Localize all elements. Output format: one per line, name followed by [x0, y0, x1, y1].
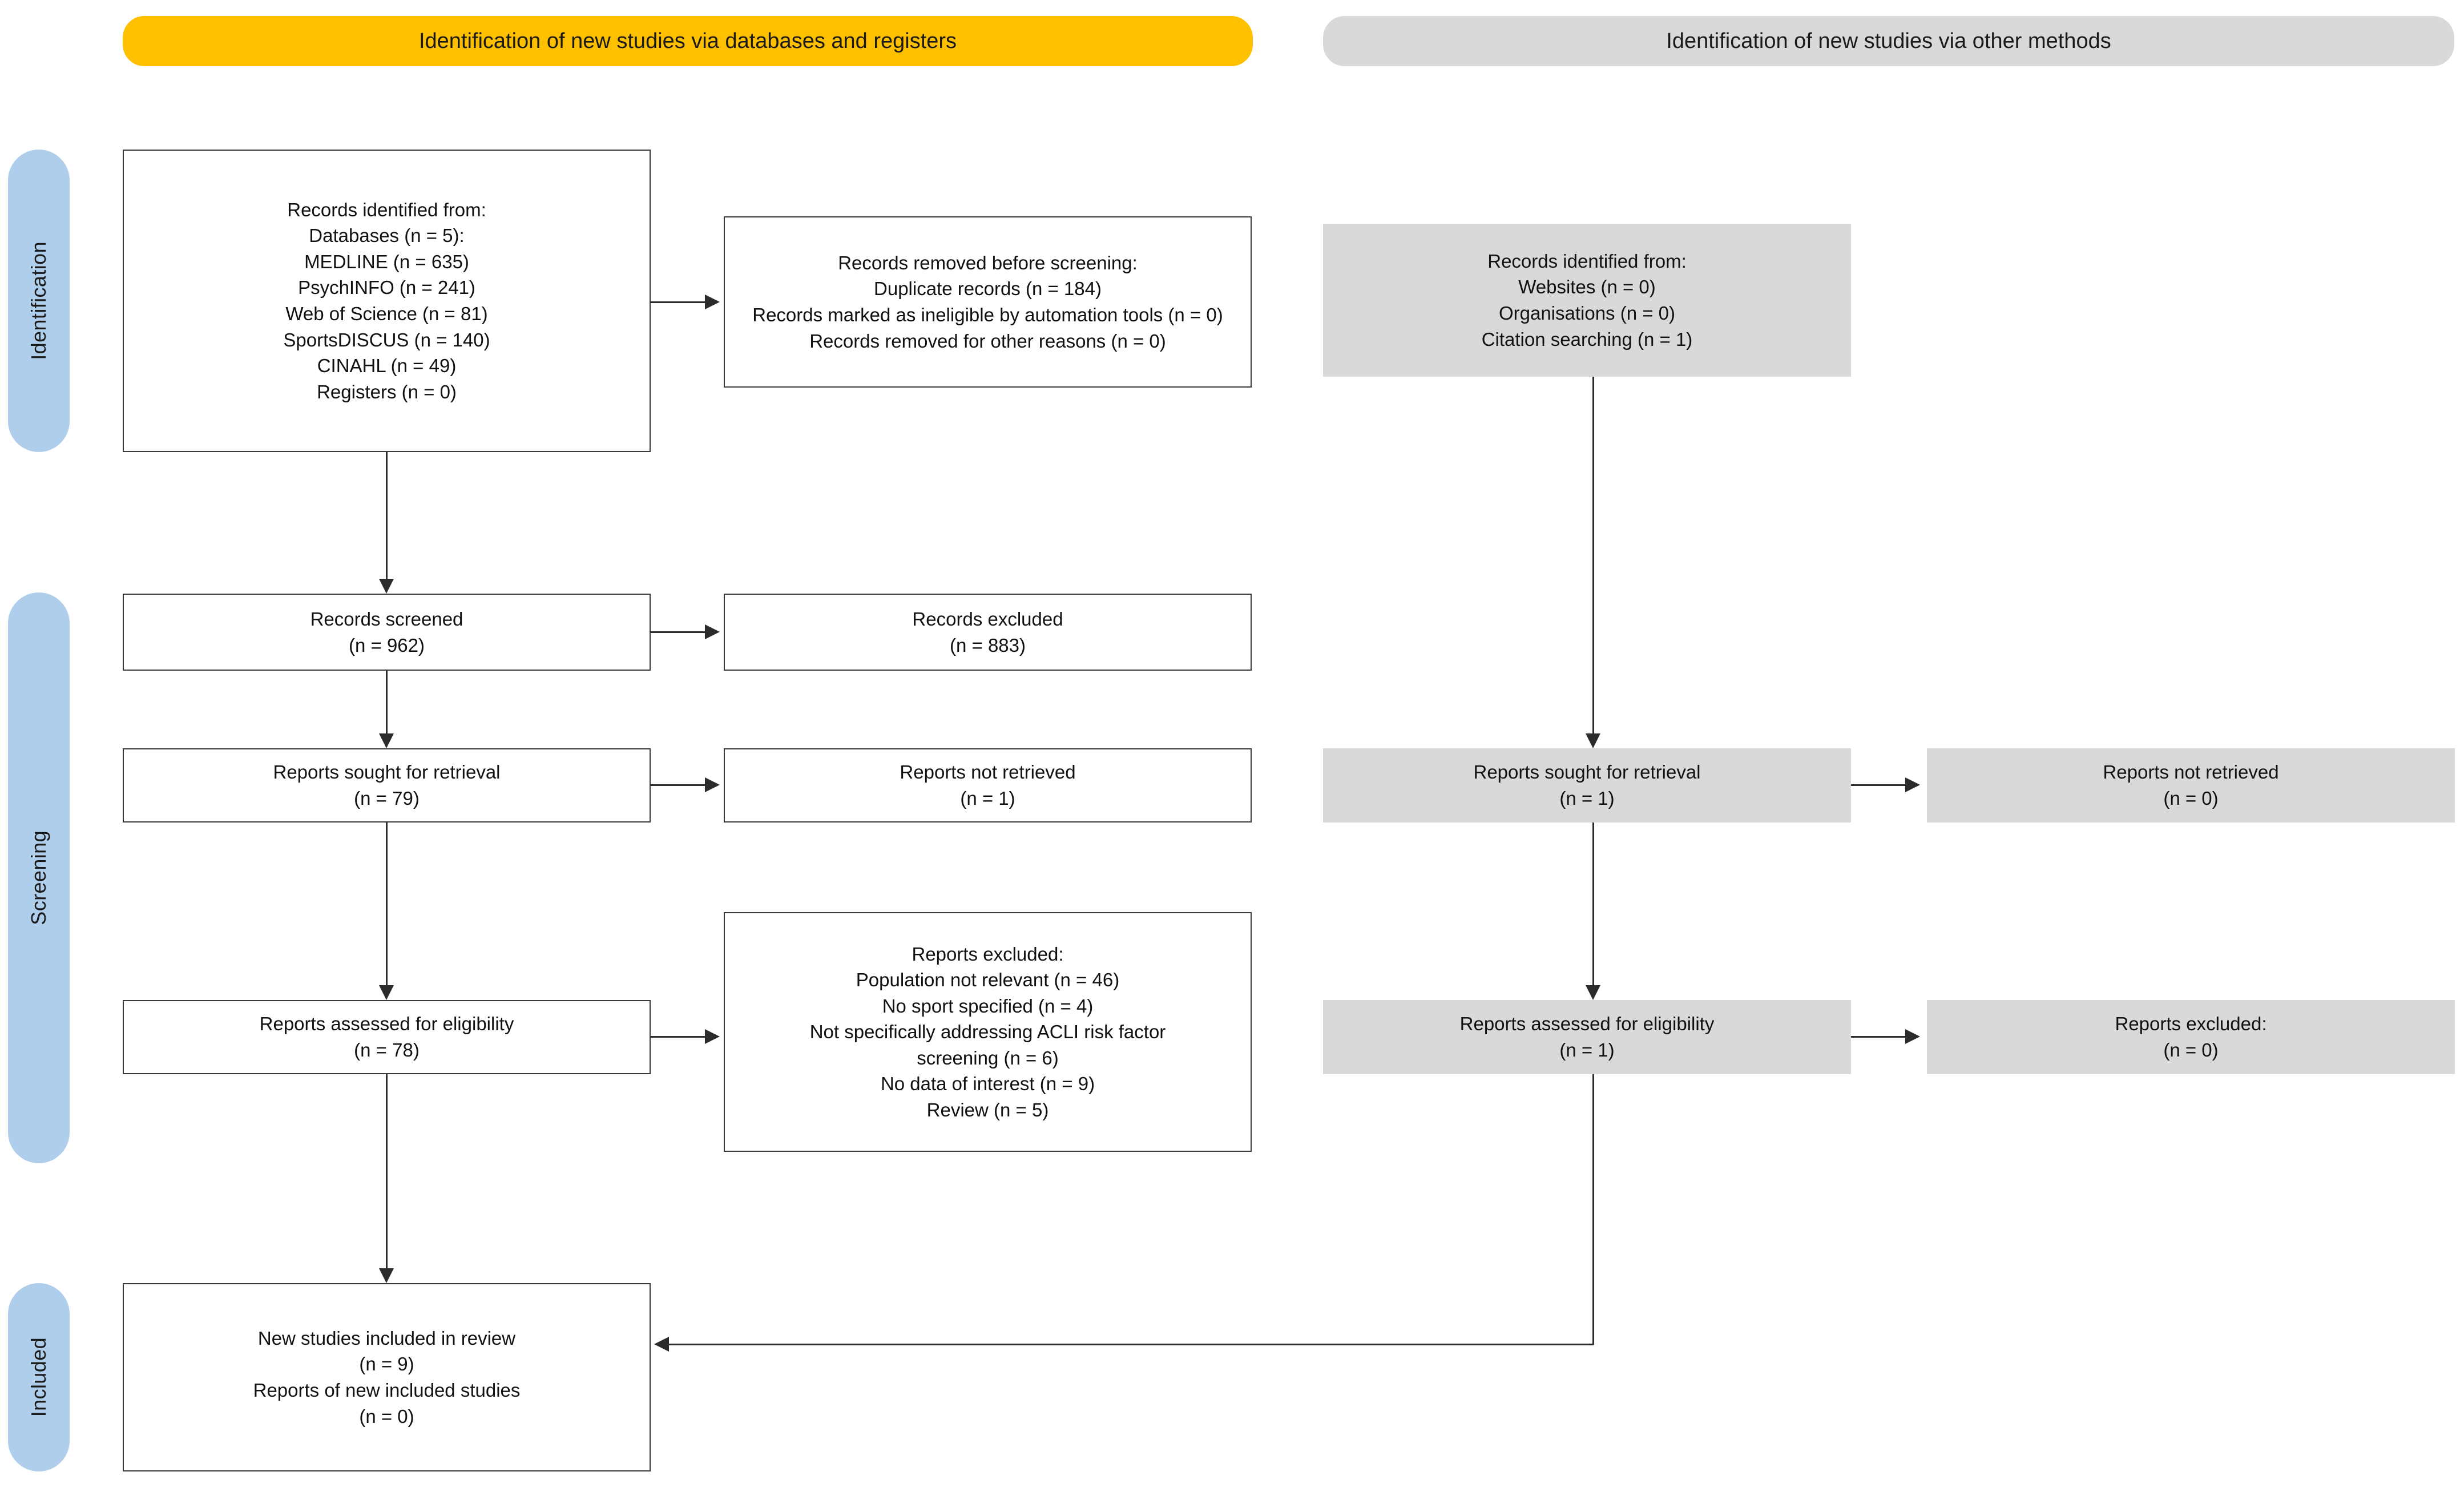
box-reports-excluded-detail-line-1: No sport specified (n = 4): [882, 995, 1094, 1017]
arrowhead-assessed-to-excluded-left: [705, 1029, 720, 1044]
box-records-screened-title: Records screened: [310, 608, 463, 630]
box-reports-not-retrieved-right-count: (n = 0): [2163, 788, 2219, 809]
box-reports-not-retrieved-left-title: Reports not retrieved: [900, 761, 1076, 783]
box-reports-sought-right: Reports sought for retrieval (n = 1): [1323, 748, 1851, 822]
connector-identified-other-to-sought-right: [1592, 377, 1594, 733]
connector-sought-to-not-retrieved-left: [651, 784, 705, 786]
banner-other-methods-label: Identification of new studies via other …: [1666, 29, 2111, 53]
box-records-identified-other-title: Records identified from:: [1487, 250, 1687, 272]
box-new-studies-included-line-2: Reports of new included studies: [253, 1380, 521, 1401]
arrowhead-assessed-to-included: [379, 1268, 394, 1283]
box-reports-excluded-right-count: (n = 0): [2163, 1039, 2219, 1061]
stage-rail-screening: Screening: [8, 592, 70, 1163]
box-reports-sought-left: Reports sought for retrieval (n = 79): [123, 748, 651, 822]
box-records-identified-databases-line-5: CINAHL (n = 49): [317, 355, 457, 377]
box-reports-sought-right-count: (n = 1): [1559, 788, 1615, 809]
box-reports-not-retrieved-left: Reports not retrieved (n = 1): [724, 748, 1252, 822]
connector-identified-to-screened: [386, 452, 388, 579]
box-records-identified-databases-line-6: Registers (n = 0): [317, 381, 457, 402]
box-reports-not-retrieved-left-count: (n = 1): [960, 788, 1015, 809]
box-reports-assessed-right: Reports assessed for eligibility (n = 1): [1323, 1000, 1851, 1074]
box-records-removed-line-0: Duplicate records (n = 184): [874, 278, 1102, 300]
arrowhead-right-to-included: [654, 1337, 669, 1352]
arrowhead-identified-to-screened: [379, 579, 394, 594]
box-reports-assessed-right-count: (n = 1): [1559, 1039, 1615, 1061]
box-records-identified-databases-title: Records identified from:: [287, 199, 486, 220]
box-records-identified-other-line-1: Organisations (n = 0): [1498, 303, 1676, 324]
connector-sought-to-assessed-right: [1592, 822, 1594, 985]
box-reports-excluded-detail: Reports excluded: Population not relevan…: [724, 912, 1252, 1152]
arrowhead-sought-to-assessed-left: [379, 985, 394, 1000]
arrowhead-sought-to-not-retrieved-right: [1905, 777, 1920, 792]
connector-identified-to-removed: [651, 301, 705, 303]
stage-rail-screening-label: Screening: [27, 830, 50, 925]
box-reports-excluded-detail-line-0: Population not relevant (n = 46): [856, 969, 1120, 991]
box-records-removed-line-2: Records removed for other reasons (n = 0…: [809, 330, 1166, 352]
box-reports-excluded-detail-line-2: Not specifically addressing ACLI risk fa…: [809, 1021, 1166, 1069]
connector-screened-to-sought: [386, 671, 388, 733]
box-records-identified-databases: Records identified from: Databases (n = …: [123, 150, 651, 452]
box-reports-not-retrieved-right-title: Reports not retrieved: [2103, 761, 2279, 783]
box-reports-sought-left-count: (n = 79): [354, 788, 420, 809]
box-reports-excluded-right-title: Reports excluded:: [2115, 1013, 2267, 1035]
box-records-excluded: Records excluded (n = 883): [724, 594, 1252, 671]
box-records-identified-other-methods: Records identified from: Websites (n = 0…: [1323, 224, 1851, 377]
connector-sought-to-assessed-left: [386, 822, 388, 985]
box-records-identified-databases-line-2: PsychINFO (n = 241): [298, 277, 475, 299]
box-records-excluded-title: Records excluded: [912, 608, 1063, 630]
box-records-removed-title: Records removed before screening:: [838, 252, 1138, 273]
box-reports-excluded-detail-title: Reports excluded:: [912, 943, 1064, 965]
box-records-identified-databases-line-3: Web of Science (n = 81): [285, 303, 488, 324]
box-reports-sought-left-title: Reports sought for retrieval: [273, 761, 501, 783]
box-records-screened: Records screened (n = 962): [123, 594, 651, 671]
arrowhead-sought-to-not-retrieved-left: [705, 777, 720, 792]
box-reports-assessed-right-title: Reports assessed for eligibility: [1459, 1013, 1715, 1035]
connector-sought-to-not-retrieved-right: [1851, 784, 1905, 786]
box-records-excluded-count: (n = 883): [950, 634, 1026, 656]
stage-rail-included: Included: [8, 1283, 70, 1471]
box-reports-assessed-left-title: Reports assessed for eligibility: [259, 1013, 514, 1035]
arrowhead-assessed-to-excluded-right: [1905, 1029, 1920, 1044]
box-reports-excluded-detail-line-4: Review (n = 5): [926, 1099, 1049, 1120]
box-records-identified-other-line-2: Citation searching (n = 1): [1481, 328, 1693, 350]
stage-rail-included-label: Included: [27, 1337, 50, 1417]
box-reports-excluded-detail-line-3: No data of interest (n = 9): [880, 1073, 1095, 1095]
box-new-studies-included-count-1: (n = 9): [359, 1353, 414, 1375]
box-reports-not-retrieved-right: Reports not retrieved (n = 0): [1927, 748, 2455, 822]
box-records-identified-other-line-0: Websites (n = 0): [1518, 276, 1656, 298]
stage-rail-identification: Identification: [8, 150, 70, 452]
box-records-removed-line-1: Records marked as ineligible by automati…: [752, 304, 1223, 325]
banner-databases-registers: Identification of new studies via databa…: [123, 16, 1253, 66]
connector-assessed-to-excluded-right: [1851, 1036, 1905, 1038]
connector-right-to-included-horizontal: [669, 1344, 1594, 1345]
connector-screened-to-excluded: [651, 631, 705, 633]
box-new-studies-included: New studies included in review (n = 9) R…: [123, 1283, 651, 1471]
box-new-studies-included-line-1: New studies included in review: [257, 1327, 516, 1349]
stage-rail-identification-label: Identification: [27, 241, 50, 360]
box-records-screened-count: (n = 962): [349, 634, 425, 656]
arrowhead-sought-to-assessed-right: [1586, 985, 1600, 1000]
arrowhead-screened-to-sought: [379, 733, 394, 748]
box-reports-assessed-left: Reports assessed for eligibility (n = 78…: [123, 1000, 651, 1074]
box-reports-excluded-right: Reports excluded: (n = 0): [1927, 1000, 2455, 1074]
arrowhead-identified-other-to-sought-right: [1586, 733, 1600, 748]
box-reports-assessed-left-count: (n = 78): [354, 1039, 420, 1061]
box-new-studies-included-count-2: (n = 0): [359, 1405, 414, 1427]
banner-other-methods: Identification of new studies via other …: [1323, 16, 2454, 66]
box-records-identified-databases-line-4: SportsDISCUS (n = 140): [283, 329, 490, 350]
box-records-removed-before-screening: Records removed before screening: Duplic…: [724, 216, 1252, 388]
connector-right-to-included-vertical: [1592, 1074, 1594, 1345]
box-reports-sought-right-title: Reports sought for retrieval: [1473, 761, 1701, 783]
arrowhead-identified-to-removed: [705, 295, 720, 309]
connector-assessed-to-excluded-left: [651, 1036, 705, 1038]
box-records-identified-databases-line-1: MEDLINE (n = 635): [304, 251, 469, 272]
connector-assessed-to-included: [386, 1074, 388, 1268]
banner-databases-registers-label: Identification of new studies via databa…: [418, 29, 957, 53]
arrowhead-screened-to-excluded: [705, 624, 720, 639]
box-records-identified-databases-line-0: Databases (n = 5):: [309, 225, 465, 247]
